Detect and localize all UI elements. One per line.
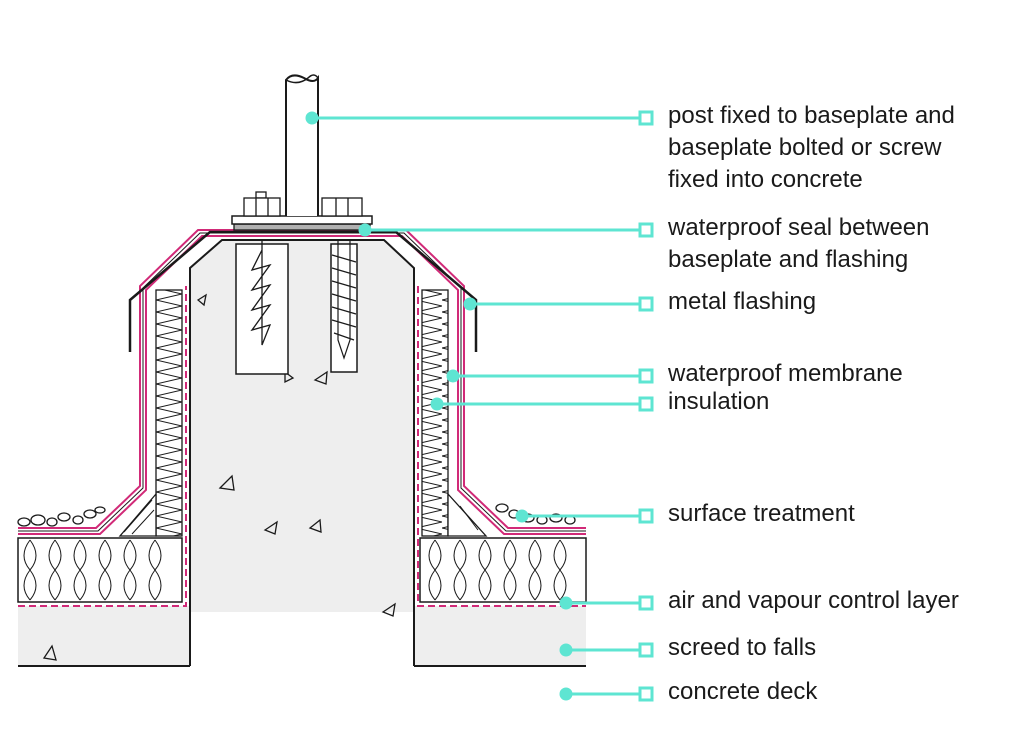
label-membrane: waterproof membrane — [668, 358, 903, 390]
roof-insulation-left — [17, 537, 183, 603]
upstand-fillet-left — [118, 492, 157, 537]
label-insulation: insulation — [668, 386, 769, 418]
label-surface-treatment-line-1: surface treatment — [668, 500, 855, 527]
label-concrete-deck: concrete deck — [668, 676, 817, 708]
label-flashing-line-1: metal flashing — [668, 288, 817, 315]
waterproof-seal — [233, 223, 371, 231]
bolt-left — [243, 191, 281, 217]
upstand-insulation-left — [155, 289, 183, 537]
anchor-hole-right — [330, 243, 358, 373]
label-post-line-1: post fixed to baseplate and — [668, 102, 955, 129]
label-screed: screed to falls — [668, 632, 816, 664]
roof-insulation-right — [419, 537, 587, 603]
label-surface-treatment: surface treatment — [668, 498, 855, 530]
label-vapour-control-line-1: air and vapour control layer — [668, 587, 959, 614]
concrete-aggregate — [42, 293, 396, 661]
label-post: post fixed to baseplate and baseplate bo… — [668, 100, 955, 196]
screw — [331, 240, 357, 360]
upstand-insulation-right — [421, 289, 449, 537]
baseplate — [231, 215, 373, 225]
label-seal-line-2: baseplate and flashing — [668, 246, 909, 273]
leader-end-squares — [638, 110, 654, 702]
label-screed-line-1: screed to falls — [668, 634, 817, 661]
upstand-outline — [189, 239, 415, 666]
concrete-deck — [18, 240, 586, 666]
leader-lines — [305, 111, 640, 701]
label-post-line-3: fixed into concrete — [668, 166, 863, 193]
label-seal-line-1: waterproof seal between — [668, 214, 930, 241]
label-concrete-deck-line-1: concrete deck — [668, 678, 818, 705]
label-flashing: metal flashing — [668, 286, 816, 318]
post — [285, 74, 319, 216]
metal-flashing — [128, 230, 478, 352]
label-insulation-line-1: insulation — [668, 388, 770, 415]
label-vapour-control: air and vapour control layer — [668, 585, 959, 617]
label-post-line-2: baseplate bolted or screw — [668, 134, 942, 161]
vapour-control-layer — [18, 286, 586, 607]
label-membrane-line-1: waterproof membrane — [668, 360, 903, 387]
label-seal: waterproof seal between baseplate and fl… — [668, 212, 930, 276]
bolt-right — [321, 197, 363, 217]
wall-plug — [250, 240, 272, 346]
surface-treatment-pebbles — [17, 503, 576, 527]
